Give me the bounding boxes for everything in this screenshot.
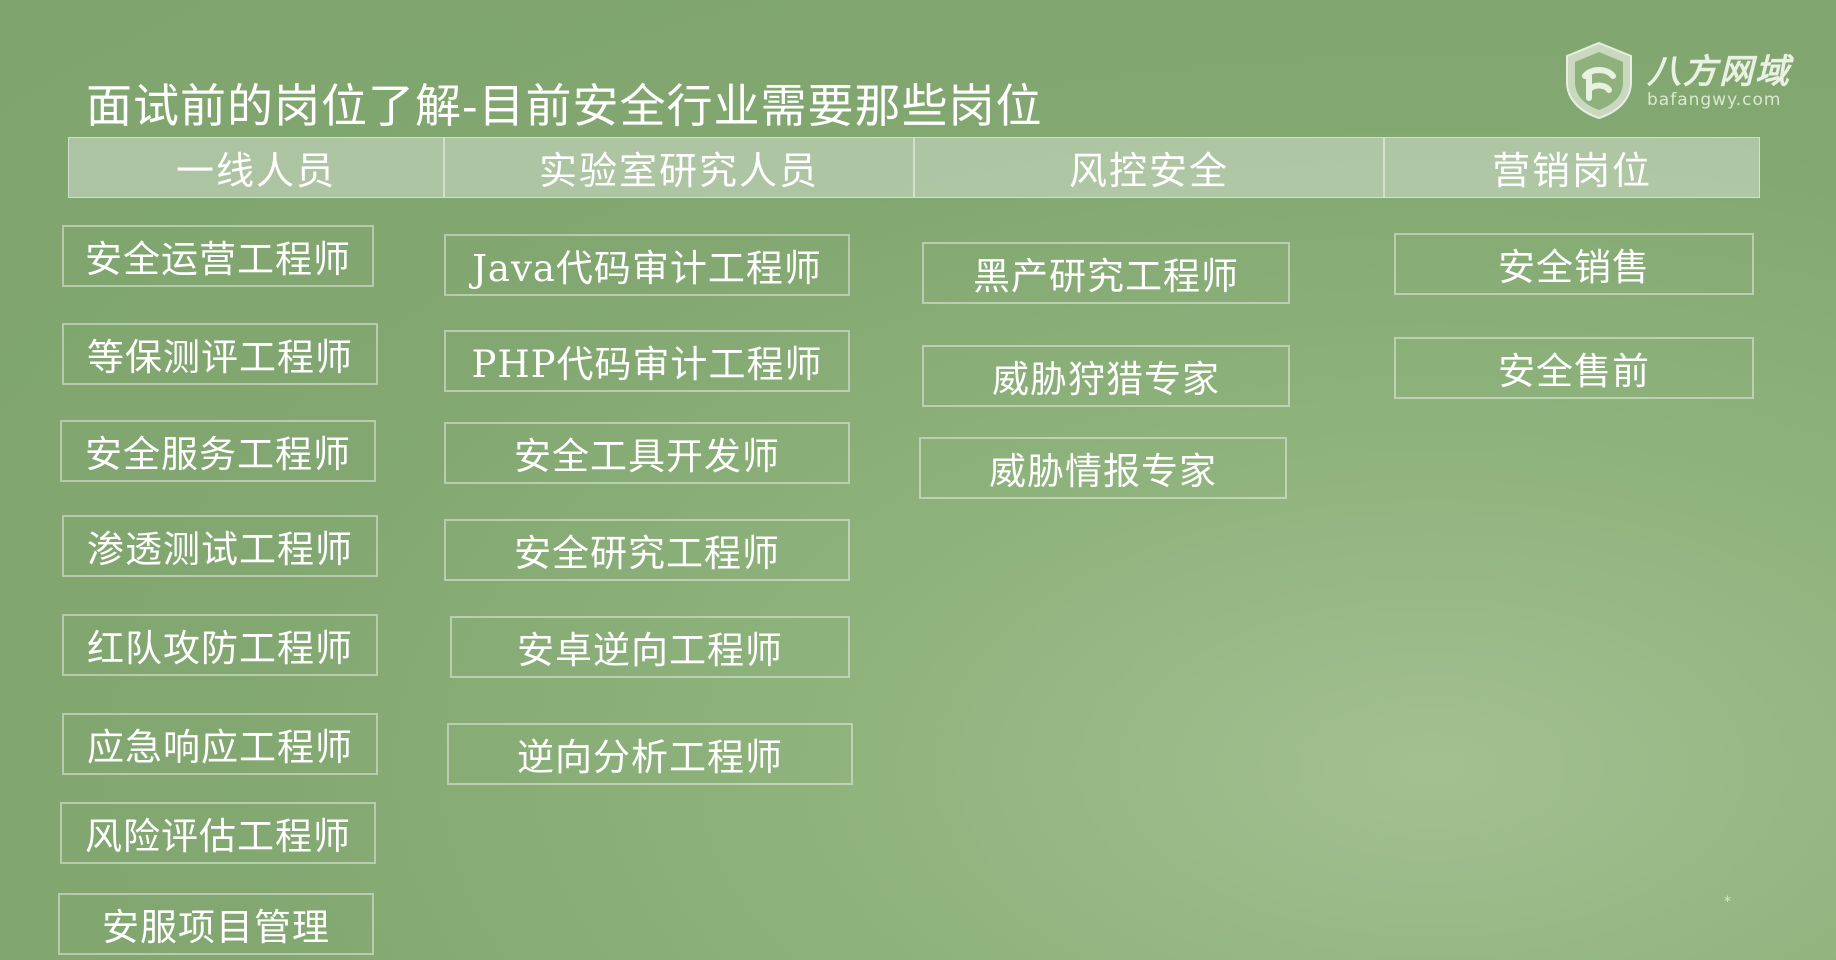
column-header-frontline: 一线人员 bbox=[68, 137, 444, 198]
role-box: 安全销售 bbox=[1394, 233, 1754, 295]
slide-title: 面试前的岗位了解-目前安全行业需要那些岗位 bbox=[86, 79, 1043, 133]
role-box: 等保测评工程师 bbox=[62, 323, 378, 385]
role-box: 安卓逆向工程师 bbox=[450, 616, 850, 678]
role-box: 威胁情报专家 bbox=[919, 437, 1287, 499]
role-box: 渗透测试工程师 bbox=[62, 515, 378, 577]
shield-logo-icon bbox=[1566, 41, 1632, 120]
logo-url: bafangwy.com bbox=[1647, 90, 1782, 110]
footer-mark: * bbox=[1724, 894, 1731, 910]
column-header-lab: 实验室研究人员 bbox=[444, 137, 914, 198]
role-box: 安全售前 bbox=[1394, 337, 1754, 399]
role-box: 黑产研究工程师 bbox=[922, 242, 1290, 304]
role-box: 安全研究工程师 bbox=[444, 519, 850, 581]
role-box: 安全运营工程师 bbox=[62, 225, 374, 287]
column-header-marketing: 营销岗位 bbox=[1384, 137, 1760, 198]
role-box: PHP代码审计工程师 bbox=[444, 330, 850, 392]
brand-logo: 八方网域 bafangwy.com bbox=[1563, 40, 1803, 120]
role-box: 安服项目管理 bbox=[58, 893, 374, 955]
role-box: 威胁狩猎专家 bbox=[922, 345, 1290, 407]
role-box: 逆向分析工程师 bbox=[447, 723, 853, 785]
role-box: 应急响应工程师 bbox=[62, 713, 378, 775]
role-box: Java代码审计工程师 bbox=[444, 234, 850, 296]
column-header-risk: 风控安全 bbox=[914, 137, 1384, 198]
role-box: 安全服务工程师 bbox=[60, 420, 376, 482]
role-box: 红队攻防工程师 bbox=[62, 614, 378, 676]
logo-name: 八方网域 bbox=[1647, 52, 1791, 92]
role-box: 安全工具开发师 bbox=[444, 422, 850, 484]
role-box: 风险评估工程师 bbox=[60, 802, 376, 864]
